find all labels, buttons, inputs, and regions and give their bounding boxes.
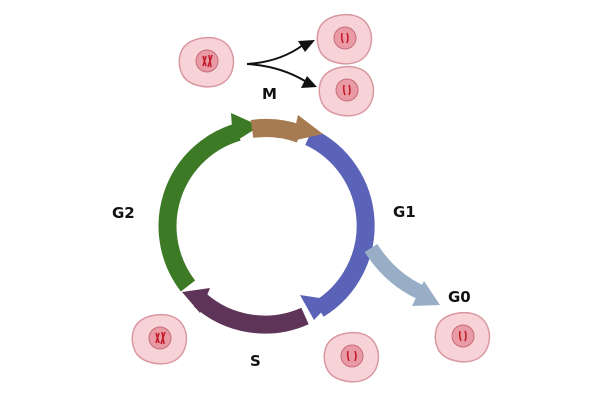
label-g0: G0 — [448, 288, 471, 306]
label-g2: G2 — [112, 204, 135, 222]
g1-arc — [305, 128, 375, 317]
g0-arrowhead — [412, 281, 440, 306]
cell-icon-g0 — [434, 311, 491, 363]
s-arc — [194, 293, 309, 334]
m-arc — [250, 118, 304, 143]
label-g1: G1 — [393, 203, 416, 221]
cell-icon-g2-phase — [131, 313, 188, 365]
cell-icon-daughter-top — [316, 13, 373, 65]
cell-icon-s-phase — [323, 331, 380, 383]
division-arrow-icon — [246, 40, 317, 88]
g2-arrowhead — [231, 113, 260, 143]
cell-icon-mother — [178, 36, 235, 88]
s-arrowhead — [182, 288, 210, 313]
g1-arrowhead — [300, 295, 333, 320]
g0-arrow — [364, 243, 424, 299]
g2-arc — [158, 123, 241, 292]
m-arrowhead — [292, 115, 323, 141]
label-m: M — [262, 85, 277, 103]
cell-icon-daughter-bottom — [318, 65, 375, 117]
label-s: S — [250, 352, 261, 370]
